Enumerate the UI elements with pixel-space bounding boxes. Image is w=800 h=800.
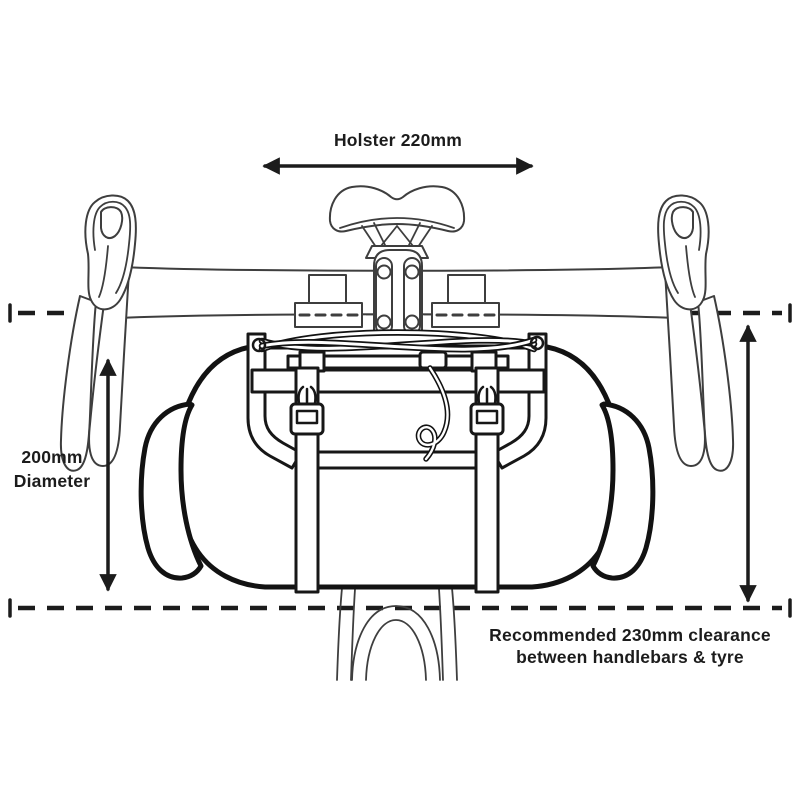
saddle-rail-right-outer <box>417 225 433 248</box>
saddle-top <box>328 185 466 233</box>
bungee-hook-left <box>251 337 267 353</box>
holster-width-label: Holster 220mm <box>334 130 462 150</box>
tyre-outer-profile <box>351 605 441 681</box>
bag-diameter-label-line1: 200mm <box>21 447 82 467</box>
fork-and-tyre <box>336 587 458 681</box>
stem-bolt-top-right <box>404 264 420 280</box>
strap-right <box>469 366 505 594</box>
fork-leg-left-outer <box>336 587 343 681</box>
bungee-strand-3-core <box>260 338 536 351</box>
stem-group <box>373 249 423 335</box>
fork-leg-right-inner <box>438 588 444 681</box>
clearance-label-line1: Recommended 230mm clearance <box>489 625 771 645</box>
harness-top-slat <box>286 354 510 370</box>
tyre-inner-profile <box>365 619 427 681</box>
stem-bolt-bottom-right <box>404 314 420 330</box>
dangling-cord <box>415 365 451 462</box>
bungee-hook-right <box>529 335 545 351</box>
harness-lower-band <box>310 450 486 470</box>
bungee-cord <box>251 329 545 353</box>
harness-group <box>246 329 548 594</box>
stem-bolt-bottom-left <box>376 314 392 330</box>
saddle-rail-vee <box>380 225 414 247</box>
stem-bolt-top-left <box>376 264 392 280</box>
fork-leg-left-inner <box>350 588 356 681</box>
harness-cross-band <box>250 368 546 394</box>
tyre-reference-line <box>8 598 792 618</box>
clearance-label-line2: between handlebars & tyre <box>516 647 744 667</box>
strap-left <box>289 366 325 594</box>
brake-control-left <box>59 194 137 472</box>
bag-diameter-label-line2: Diameter <box>14 471 91 491</box>
saddle-rail-left-outer <box>361 225 377 248</box>
brake-control-right <box>657 194 735 472</box>
dangling-cord-core <box>417 366 449 461</box>
fork-leg-right-outer <box>451 587 458 681</box>
saddle-shell-contour <box>339 217 455 229</box>
cord-toggle <box>418 350 448 370</box>
saddle-group <box>328 185 466 259</box>
